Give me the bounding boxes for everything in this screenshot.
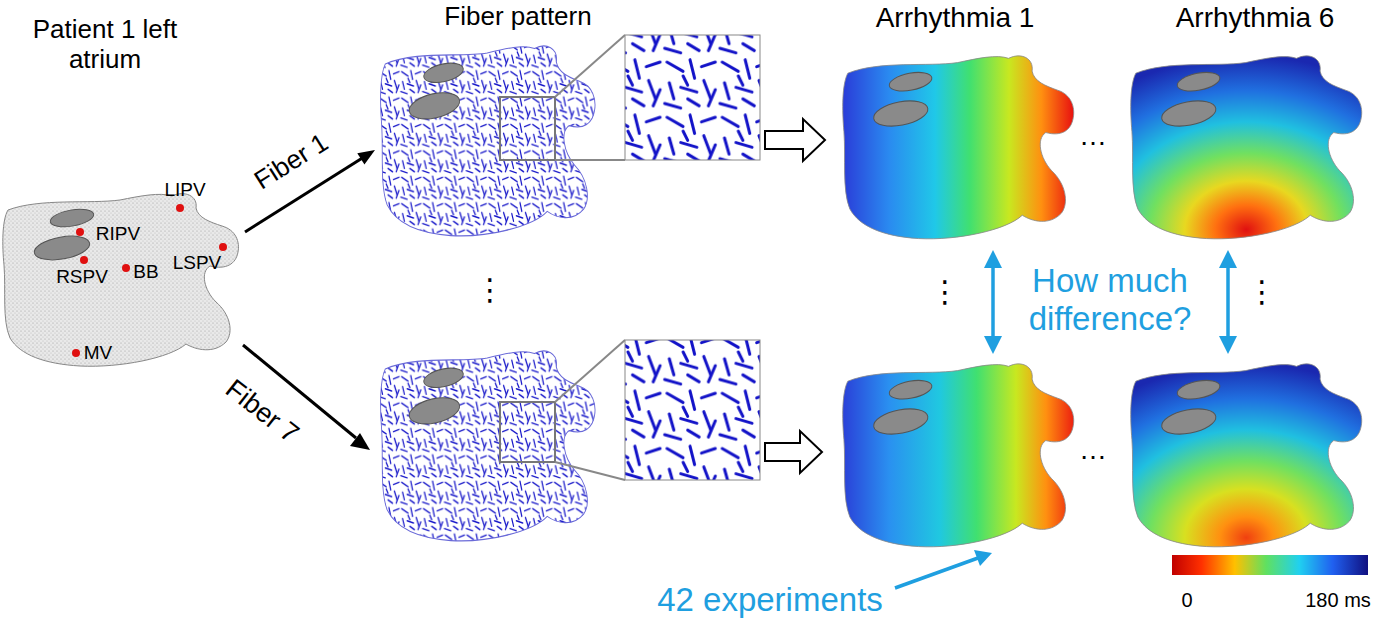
ellipsis: ⋮ [930, 275, 960, 310]
panel-heading: Fiber pattern [433, 2, 603, 32]
figure-panel: Patient 1 left atrium [0, 15, 245, 375]
scale-min: 0 [1181, 589, 1192, 612]
pv-label: RIPV [96, 223, 140, 245]
ellipsis: … [1079, 434, 1107, 466]
question-note: How much difference? [1010, 262, 1210, 338]
panel-heading: Patient 1 left atrium [20, 15, 190, 75]
hollow-arrow [765, 119, 825, 161]
pv-label: LSPV [173, 252, 222, 274]
ellipsis: ⋮ [475, 273, 505, 308]
figure-panel: Fiber pattern [375, 0, 765, 245]
ellipsis: ⋮ [1247, 275, 1277, 310]
scale-max: 180 ms [1305, 589, 1371, 612]
pv-label: BB [133, 261, 158, 283]
ellipsis: … [1079, 120, 1107, 152]
connector-arrow [765, 119, 825, 161]
figure-panel: Arrhythmia 6 [1120, 0, 1382, 245]
pv-label: RSPV [56, 266, 108, 288]
count-note: 42 experiments [657, 581, 883, 619]
arrow-head [357, 150, 375, 165]
panel-heading: Arrhythmia 1 [860, 2, 1050, 34]
pv-label: MV [84, 342, 113, 364]
edge-label: Fiber 1 [250, 128, 334, 196]
arrow-label: Fiber 7 [219, 374, 304, 450]
pv-label: LIPV [164, 179, 205, 201]
figure-panel: Arrhythmia 1 [825, 0, 1090, 245]
panel-heading: Arrhythmia 6 [1160, 2, 1350, 34]
